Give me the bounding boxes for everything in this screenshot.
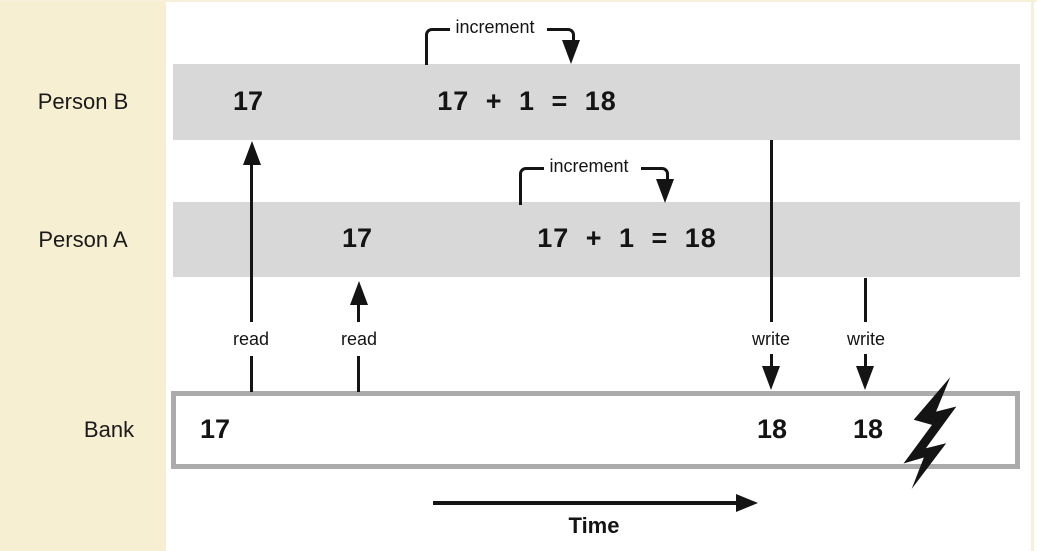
bank-initial-value: 17 bbox=[199, 414, 231, 444]
person-a-increment-arrowhead-icon bbox=[656, 179, 674, 203]
read-1-arrow-shaft bbox=[250, 162, 253, 322]
person-a-lane-bar: 17 17 + 1 = 18 bbox=[173, 202, 1020, 277]
write-1-arrow-shaft-lower bbox=[770, 354, 773, 368]
person-b-increment-expression: 17 + 1 = 18 bbox=[437, 86, 617, 116]
person-b-read-value: 17 bbox=[232, 86, 264, 116]
person-b-label: Person B bbox=[37, 89, 129, 114]
read-2-arrow-shaft bbox=[357, 302, 360, 322]
write-1-label: write bbox=[751, 329, 791, 349]
write-1-arrow-shaft bbox=[770, 140, 773, 322]
write-2-label: write bbox=[846, 329, 886, 349]
bank-box: 17 18 18 bbox=[171, 391, 1020, 469]
person-a-increment-expression: 17 + 1 = 18 bbox=[537, 223, 717, 253]
time-arrowhead-icon bbox=[736, 494, 758, 512]
label-column-background bbox=[0, 0, 166, 551]
person-a-read-value: 17 bbox=[341, 223, 373, 253]
person-b-increment-arrowhead-icon bbox=[562, 40, 580, 64]
read-1-arrowhead-icon bbox=[243, 141, 261, 165]
time-axis-label: Time bbox=[568, 513, 620, 538]
read-2-arrow-shaft-lower bbox=[357, 356, 360, 392]
read-1-arrow-shaft-lower bbox=[250, 356, 253, 392]
right-edge-line bbox=[1031, 0, 1034, 551]
write-2-arrow-shaft bbox=[864, 278, 867, 322]
person-a-label: Person A bbox=[38, 227, 128, 252]
person-b-lane-bar: 17 17 + 1 = 18 bbox=[173, 64, 1020, 140]
read-2-arrowhead-icon bbox=[350, 281, 368, 305]
bank-label: Bank bbox=[83, 417, 135, 442]
person-b-increment-label: increment bbox=[455, 17, 535, 37]
write-1-arrowhead-icon bbox=[762, 366, 780, 390]
bank-written-value-1: 18 bbox=[756, 414, 788, 444]
lightning-bolt-icon bbox=[903, 377, 957, 489]
person-a-increment-label: increment bbox=[549, 156, 629, 176]
write-2-arrowhead-icon bbox=[856, 366, 874, 390]
top-edge-line bbox=[0, 0, 1037, 2]
write-2-arrow-shaft-lower bbox=[864, 354, 867, 368]
person-a-increment-bracket-left bbox=[519, 167, 544, 205]
bank-written-value-2: 18 bbox=[852, 414, 884, 444]
person-b-increment-bracket-left bbox=[425, 28, 450, 65]
time-arrow-shaft bbox=[433, 501, 738, 505]
read-2-label: read bbox=[340, 329, 378, 349]
read-1-label: read bbox=[232, 329, 270, 349]
